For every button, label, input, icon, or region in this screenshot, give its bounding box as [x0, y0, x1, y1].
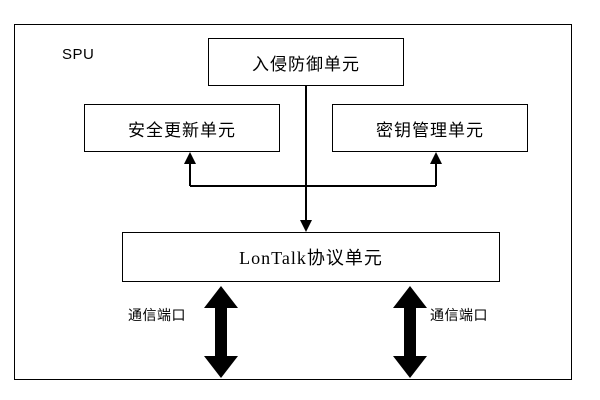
block-key-management-unit: 密钥管理单元: [332, 104, 528, 152]
port-label-left: 通信端口: [128, 307, 186, 323]
block-security-update-unit-label: 安全更新单元: [128, 120, 236, 140]
block-lontalk-protocol-unit-label: LonTalk协议单元: [239, 248, 383, 268]
block-intrusion-prevention-unit: 入侵防御单元: [208, 38, 404, 86]
block-security-update-unit: 安全更新单元: [84, 104, 280, 152]
spu-label: SPU: [62, 46, 95, 63]
port-label-right: 通信端口: [430, 307, 488, 323]
block-intrusion-prevention-unit-label: 入侵防御单元: [252, 54, 360, 74]
block-lontalk-protocol-unit: LonTalk协议单元: [122, 232, 500, 282]
block-key-management-unit-label: 密钥管理单元: [376, 120, 484, 140]
